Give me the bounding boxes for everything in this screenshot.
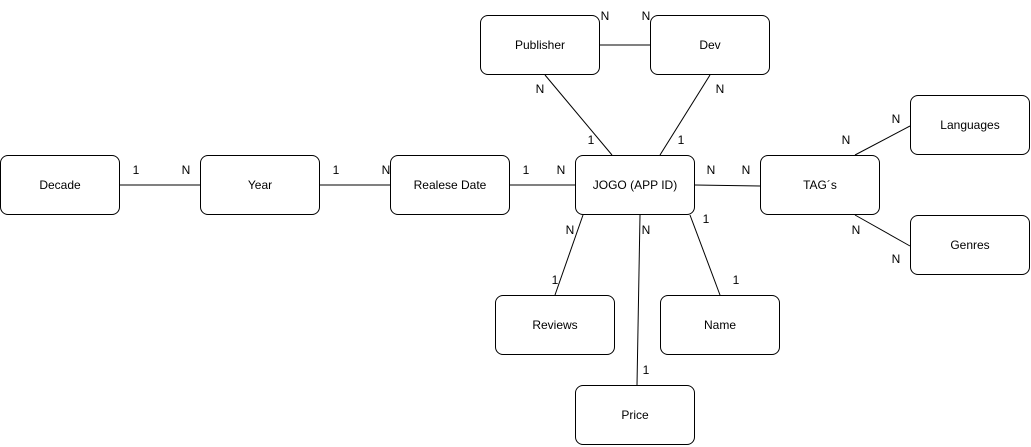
entity-release-date-label: Realese Date	[413, 178, 487, 192]
entity-decade[interactable]: Decade	[0, 155, 120, 215]
entity-name[interactable]: Name	[660, 295, 780, 355]
entity-dev[interactable]: Dev	[650, 15, 770, 75]
edge-publisher-jogo	[544, 74, 613, 156]
cardinality-jogo-tags-to: N	[741, 163, 751, 177]
cardinality-release-date-jogo-from: 1	[522, 163, 530, 177]
edge-tags-languages	[854, 125, 911, 156]
entity-release-date[interactable]: Realese Date	[390, 155, 510, 215]
entity-name-label: Name	[703, 318, 736, 332]
cardinality-dev-jogo-from: N	[715, 82, 725, 96]
cardinality-jogo-price-from: N	[641, 223, 651, 237]
entity-tags-label: TAG´s	[803, 178, 837, 192]
entity-reviews-label: Reviews	[532, 318, 578, 332]
cardinality-tags-languages-from: N	[841, 133, 851, 147]
entity-jogo[interactable]: JOGO (APP ID)	[575, 155, 695, 215]
cardinality-decade-year-from: 1	[132, 163, 140, 177]
cardinality-decade-year-to: N	[181, 163, 191, 177]
entity-price-label: Price	[621, 408, 649, 422]
edge-jogo-price	[636, 214, 641, 386]
cardinality-publisher-dev-from: N	[600, 9, 610, 23]
edge-dev-jogo	[659, 74, 711, 156]
entity-genres-label: Genres	[950, 238, 990, 252]
entity-year[interactable]: Year	[200, 155, 320, 215]
cardinality-publisher-jogo-from: N	[535, 82, 545, 96]
cardinality-publisher-dev-to: N	[641, 9, 651, 23]
edge-jogo-reviews	[554, 214, 584, 296]
entity-languages-label: Languages	[940, 118, 1000, 132]
entity-price[interactable]: Price	[575, 385, 695, 445]
cardinality-tags-genres-from: N	[851, 223, 861, 237]
cardinality-jogo-price-to: 1	[642, 363, 650, 377]
cardinality-jogo-reviews-from: N	[565, 223, 575, 237]
cardinality-tags-genres-to: N	[891, 252, 901, 266]
cardinality-tags-languages-to: N	[891, 112, 901, 126]
cardinality-jogo-reviews-to: 1	[551, 273, 559, 287]
cardinality-release-date-jogo-to: N	[556, 163, 566, 177]
entity-languages[interactable]: Languages	[910, 95, 1030, 155]
edge-jogo-tags	[694, 184, 761, 187]
entity-year-label: Year	[247, 178, 273, 192]
cardinality-jogo-name-from: 1	[702, 212, 710, 226]
entity-publisher[interactable]: Publisher	[480, 15, 600, 75]
entity-decade-label: Decade	[39, 178, 81, 192]
edge-jogo-name	[689, 214, 721, 296]
entity-tags[interactable]: TAG´s	[760, 155, 880, 215]
edge-tags-genres	[854, 214, 911, 247]
cardinality-jogo-tags-from: N	[706, 163, 716, 177]
cardinality-year-release-date-to: N	[381, 163, 391, 177]
entity-reviews[interactable]: Reviews	[495, 295, 615, 355]
cardinality-dev-jogo-to: 1	[677, 133, 685, 147]
cardinality-year-release-date-from: 1	[332, 163, 340, 177]
entity-dev-label: Dev	[699, 38, 721, 52]
entity-genres[interactable]: Genres	[910, 215, 1030, 275]
entity-publisher-label: Publisher	[514, 38, 566, 52]
cardinality-jogo-name-to: 1	[732, 273, 740, 287]
cardinality-publisher-jogo-to: 1	[587, 133, 595, 147]
entity-jogo-label: JOGO (APP ID)	[592, 178, 678, 192]
